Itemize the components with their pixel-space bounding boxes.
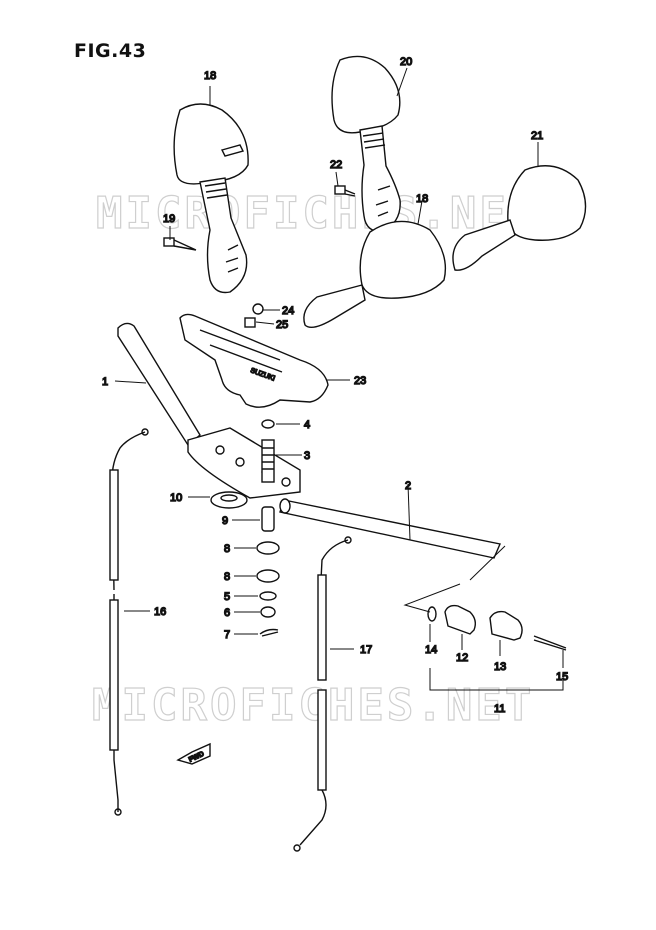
mirror-right-21 [331, 55, 401, 233]
cotter-pin-7 [259, 628, 279, 637]
ring-10 [210, 491, 248, 509]
cable-17 [293, 536, 352, 852]
collar-9 [261, 506, 275, 532]
cable-16 [109, 428, 149, 816]
callout-4: 4 [304, 419, 310, 431]
washer-5 [259, 591, 277, 601]
callout-13: 13 [494, 661, 506, 673]
callout-22: 21 [531, 130, 543, 142]
balancer-weight-13 [489, 610, 523, 641]
balancer-weight-12 [444, 604, 477, 635]
callout-labels: 18 20 21 18 22 19 24 25 23 1 4 3 2 10 9 … [101, 55, 569, 715]
watermark-bottom: MICROFICHES.NET [91, 679, 535, 731]
nut-6 [260, 606, 276, 618]
nut-26 [244, 317, 256, 328]
callout-19: 18 [416, 193, 428, 205]
callout-5: 5 [224, 591, 230, 603]
callout-2: 2 [405, 480, 411, 492]
bolt-3 [261, 439, 275, 483]
leader-lines [114, 67, 564, 691]
callout-6: 6 [224, 607, 230, 619]
callout-15: 15 [556, 671, 568, 683]
callout-16: 16 [154, 606, 166, 618]
handlebar-right-2 [279, 498, 501, 559]
callout-11: 11 [494, 703, 505, 715]
forward-arrow-icon [176, 742, 211, 765]
callout-17: 17 [360, 644, 372, 656]
cushion-8a [256, 541, 280, 555]
bolt-20 [163, 237, 197, 251]
callout-20: 19 [163, 213, 175, 225]
mirror-left-18 [173, 103, 249, 294]
callout-1: 1 [102, 376, 108, 388]
callout-8b: 8 [224, 571, 230, 583]
cap-4 [261, 419, 275, 429]
mirror-19 [303, 220, 447, 328]
callout-14: 14 [425, 644, 437, 656]
washer-25 [252, 303, 264, 315]
callout-25: 24 [282, 305, 294, 317]
callout-12: 12 [456, 652, 468, 664]
screw-15 [533, 635, 567, 651]
mirror-22 [452, 165, 587, 271]
callout-9: 9 [222, 515, 228, 527]
callout-24: 23 [354, 375, 366, 387]
callout-3: 3 [304, 450, 310, 462]
cushion-8b [256, 569, 280, 583]
callout-21: 20 [400, 56, 412, 68]
handlebar-holder-24: SUZUKI [179, 313, 329, 408]
callout-7: 7 [224, 629, 230, 641]
callout-8a: 8 [224, 543, 230, 555]
callout-26: 25 [276, 319, 288, 331]
callout-18: 18 [204, 70, 216, 82]
callout-23: 22 [330, 159, 342, 171]
bolt-23 [334, 185, 356, 197]
callout-10: 10 [170, 492, 182, 504]
watermark-top: MICROFICHES.NET [95, 187, 539, 239]
figure-title: FIG.43 [74, 40, 147, 62]
washer-14 [427, 606, 437, 622]
